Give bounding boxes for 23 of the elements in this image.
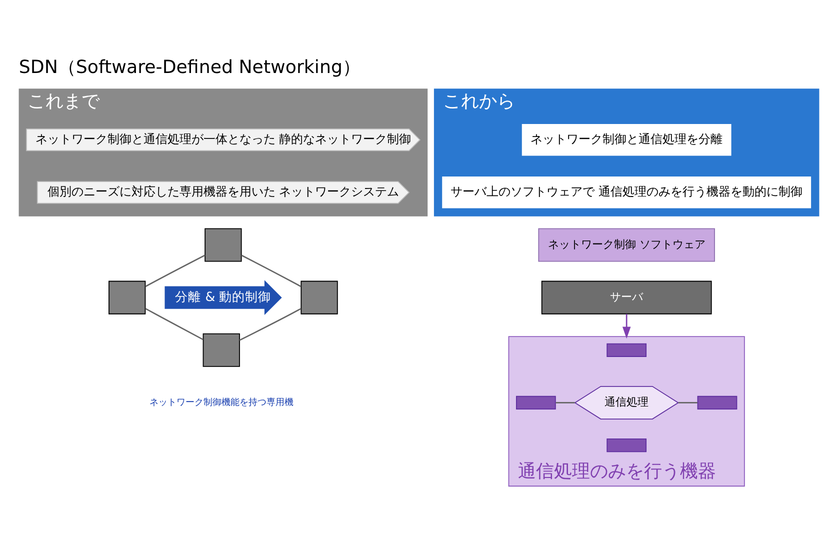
node-box <box>300 280 338 314</box>
cluster <box>508 336 745 487</box>
connector <box>145 308 204 340</box>
node-box <box>204 228 242 262</box>
node-box: サーバ上のソフトウェアで 通信処理のみを行う機器を動的に制御 <box>441 176 812 210</box>
node-box <box>606 438 647 452</box>
diagram-title: SDN（Software-Defined Networking） <box>18 56 360 78</box>
connector <box>678 402 698 404</box>
node-box <box>606 343 647 357</box>
node-box <box>516 396 556 410</box>
label: ネットワーク制御機能を持つ専用機 <box>149 398 294 408</box>
node-box: サーバ <box>541 280 712 314</box>
arrow <box>622 314 631 339</box>
node-box <box>697 396 738 410</box>
connector <box>556 402 575 404</box>
connector <box>239 308 302 341</box>
node-label: 通信処理のみを行う機器 <box>518 461 716 482</box>
connector <box>241 254 302 288</box>
node-box <box>108 280 146 314</box>
node-box: ネットワーク制御と通信処理を分離 <box>520 123 732 157</box>
connector <box>145 254 206 288</box>
node-box: ネットワーク制御 ソフトウェア <box>538 228 715 262</box>
node-box <box>202 333 240 367</box>
